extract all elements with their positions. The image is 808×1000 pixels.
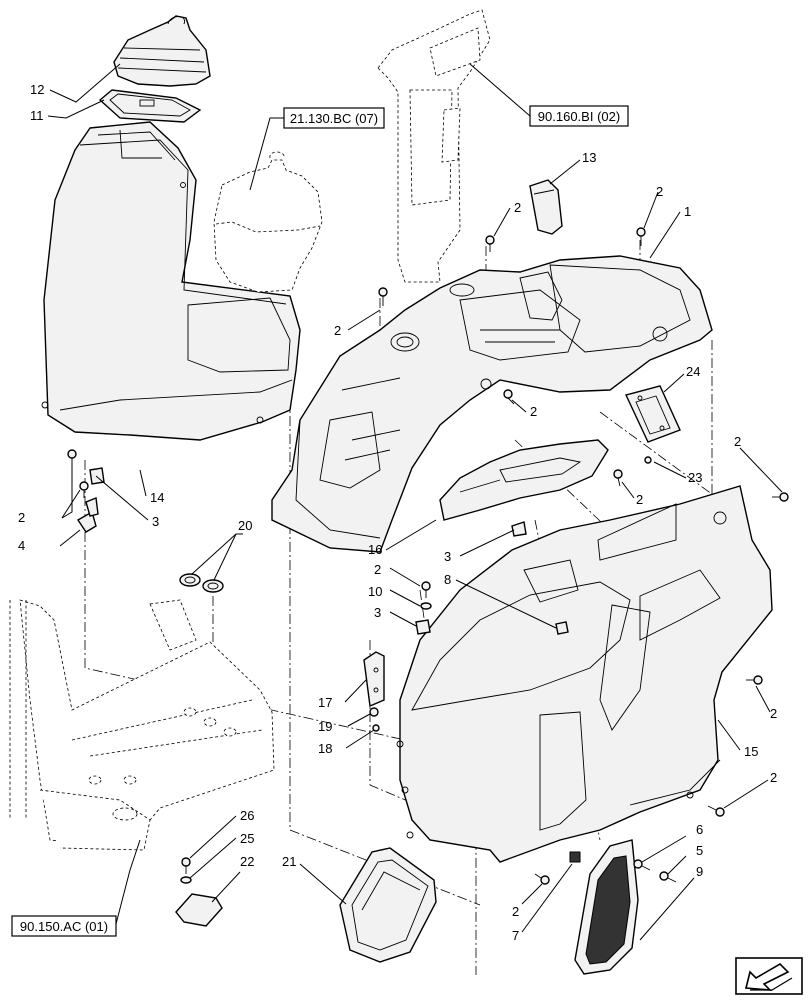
callout-2: 2	[374, 562, 381, 577]
clip	[569, 851, 581, 863]
callout-23: 23	[688, 470, 702, 485]
callout-20: 20	[238, 518, 252, 533]
callout-2: 2	[656, 184, 663, 199]
screw	[772, 492, 789, 502]
ref-label: 21.130.BC (07)	[290, 111, 378, 126]
callout-2: 2	[636, 492, 643, 507]
cover-13	[529, 179, 563, 235]
callout-22: 22	[240, 854, 254, 869]
steering-column-pillar	[377, 9, 491, 283]
callout-12: 12	[30, 82, 44, 97]
callout-7: 7	[512, 928, 519, 943]
nut	[369, 707, 379, 717]
screw	[485, 235, 495, 252]
ref-label: 90.160.BI (02)	[538, 109, 620, 124]
screw	[644, 456, 652, 464]
callout-2: 2	[512, 904, 519, 919]
screw	[636, 227, 646, 246]
screw	[659, 871, 677, 883]
screw	[503, 389, 515, 405]
screw	[378, 287, 388, 306]
screw	[534, 873, 550, 885]
gaiter-12	[113, 15, 211, 87]
callout-16: 16	[368, 542, 382, 557]
callout-2: 2	[18, 510, 25, 525]
leader-lines	[47, 63, 783, 941]
callout-4: 4	[18, 538, 25, 553]
cab-floor-ghost	[9, 599, 275, 851]
callout-2: 2	[514, 200, 521, 215]
screw	[372, 724, 380, 732]
frame-11	[98, 89, 202, 123]
panel-16	[439, 439, 609, 521]
callout-10: 10	[368, 584, 382, 599]
ref-label: 90.150.AC (01)	[20, 919, 108, 934]
callout-26: 26	[240, 808, 254, 823]
bracket-24	[625, 385, 681, 443]
callout-3: 3	[374, 605, 381, 620]
callout-2: 2	[734, 434, 741, 449]
callout-24: 24	[686, 364, 700, 379]
callout-6: 6	[696, 822, 703, 837]
callouts: 12 11 13 2 2 1 2 2 24 2 23 2 14 2 3 4 20…	[18, 82, 777, 943]
callout-13: 13	[582, 150, 596, 165]
bracket-4	[77, 497, 99, 533]
callout-25: 25	[240, 831, 254, 846]
callout-2: 2	[530, 404, 537, 419]
tray-21	[339, 847, 437, 963]
callout-2: 2	[334, 323, 341, 338]
ref-box-90-160-bi: 90.160.BI (02)	[529, 105, 629, 127]
callout-11: 11	[30, 108, 44, 123]
plate-22	[175, 893, 223, 927]
callout-3: 3	[152, 514, 159, 529]
screw	[421, 581, 431, 598]
callout-8: 8	[444, 572, 451, 587]
callout-2: 2	[770, 770, 777, 785]
screw	[79, 481, 89, 498]
callout-5: 5	[696, 843, 703, 858]
screw	[613, 469, 623, 487]
bracket-17	[363, 651, 385, 708]
lower-housing-15	[396, 485, 773, 863]
ghost-gaiter	[213, 151, 323, 293]
callout-9: 9	[696, 864, 703, 879]
callout-3: 3	[444, 549, 451, 564]
washer	[420, 602, 432, 610]
callout-14: 14	[150, 490, 164, 505]
screw	[746, 675, 763, 685]
screw	[181, 857, 191, 874]
ref-box-21-130-bc: 21.130.BC (07)	[283, 107, 385, 129]
screw	[633, 859, 651, 871]
callout-17: 17	[318, 695, 332, 710]
screw	[707, 805, 725, 817]
navigation-arrow-icon	[735, 957, 803, 995]
callout-19: 19	[318, 719, 332, 734]
grommets-20	[179, 573, 224, 593]
callout-18: 18	[318, 741, 332, 756]
clips-3	[89, 467, 569, 635]
callout-15: 15	[744, 744, 758, 759]
ref-box-90-150-ac: 90.150.AC (01)	[11, 915, 117, 937]
callout-1: 1	[684, 204, 691, 219]
callout-2: 2	[770, 706, 777, 721]
callout-21: 21	[282, 854, 296, 869]
dashboard-1	[271, 255, 713, 553]
washer	[180, 876, 192, 884]
left-console-14	[41, 121, 301, 441]
grille-9	[574, 839, 639, 975]
fasteners	[67, 227, 789, 885]
